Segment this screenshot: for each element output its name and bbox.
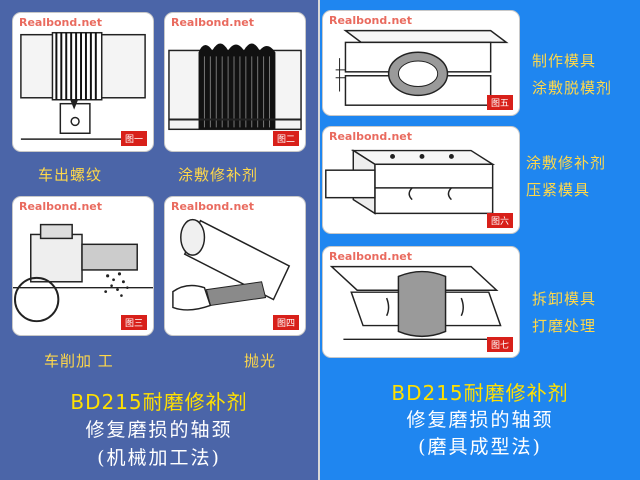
caption-figure-5: 制作模具 涂敷脱模剂 — [532, 48, 612, 102]
caption-figure-3: 车削加 工 — [44, 352, 114, 370]
figure-tag: 图五 — [486, 95, 513, 110]
watermark: Realbond.net — [19, 16, 102, 29]
caption-figure-6: 涂敷修补剂 压紧模具 — [526, 150, 606, 204]
mold-pressing-illustration — [325, 149, 496, 215]
title-method: (机械加工法) — [97, 447, 221, 469]
title-method: (磨具成型法) — [418, 436, 542, 458]
caption-figure-5-line-2: 涂敷脱模剂 — [532, 79, 613, 97]
watermark: Realbond.net — [329, 14, 412, 27]
watermark: Realbond.net — [171, 16, 254, 29]
watermark: Realbond.net — [329, 130, 412, 143]
turning-illustration — [13, 223, 153, 323]
figure-tag: 图六 — [486, 213, 513, 228]
coating-illustration — [168, 43, 302, 131]
figure-tag: 图一 — [120, 131, 147, 146]
figure-tag: 图二 — [272, 131, 299, 146]
watermark: Realbond.net — [171, 200, 254, 213]
figure-5-mold-making: Realbond.net 图五 — [322, 10, 520, 116]
panel-divider — [318, 0, 320, 480]
figure-4-polishing: Realbond.net 图四 — [164, 196, 306, 336]
polishing-illustration — [172, 218, 291, 311]
mold-making-illustration — [335, 29, 509, 106]
figure-3-turning: Realbond.net 图三 — [12, 196, 154, 336]
caption-figure-5-line-1: 制作模具 — [532, 52, 597, 70]
figure-2-coating: Realbond.net 图二 — [164, 12, 306, 152]
caption-figure-7-line-1: 拆卸模具 — [532, 290, 597, 308]
left-title-block: BD215耐磨修补剂 修复磨损的轴颈 (机械加工法) — [0, 388, 318, 472]
figure-7-mold-removal: Realbond.net 图七 — [322, 246, 520, 358]
caption-figure-2: 涂敷修补剂 — [178, 166, 259, 184]
caption-figure-1: 车出螺纹 — [38, 166, 103, 184]
product-title: BD215耐磨修补剂 — [391, 381, 569, 405]
figure-tag: 图三 — [120, 315, 147, 330]
title-subtitle: 修复磨损的轴颈 — [85, 419, 233, 441]
caption-figure-7-line-2: 打磨处理 — [532, 317, 597, 335]
caption-figure-7: 拆卸模具 打磨处理 — [532, 286, 596, 340]
product-title: BD215耐磨修补剂 — [70, 390, 248, 414]
caption-figure-6-line-2: 压紧模具 — [526, 181, 591, 199]
caption-figure-6-line-1: 涂敷修补剂 — [526, 154, 607, 172]
figure-tag: 图七 — [486, 337, 513, 352]
watermark: Realbond.net — [19, 200, 102, 213]
figure-1-threading: Realbond.net 图一 — [12, 12, 154, 152]
title-subtitle: 修复磨损的轴颈 — [406, 409, 554, 431]
figure-6-mold-pressing: Realbond.net 图六 — [322, 126, 520, 234]
caption-figure-4: 抛光 — [244, 352, 277, 370]
figure-tag: 图四 — [272, 315, 299, 330]
watermark: Realbond.net — [329, 250, 412, 263]
right-title-block: BD215耐磨修补剂 修复磨损的轴颈 (磨具成型法) — [320, 380, 640, 461]
mold-removal-illustration — [329, 265, 502, 341]
threading-illustration — [20, 31, 146, 140]
